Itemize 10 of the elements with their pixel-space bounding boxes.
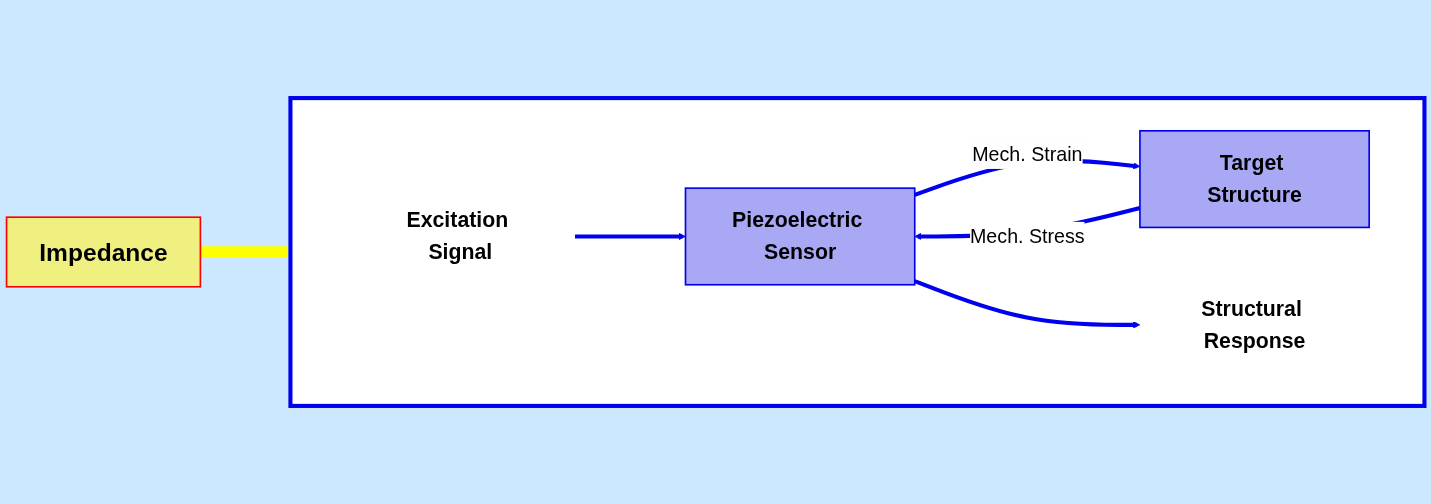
edge-label: Mech. Stress [970,224,1085,248]
node-text: Structural Response [1201,296,1306,353]
node-text: Excitation Signal [406,207,509,265]
node-box: Target Structure [1139,130,1370,229]
node-box: Piezoelectric Sensor [684,187,916,286]
cluster [288,96,1427,408]
arrow [574,232,686,241]
edge-label: Mech. Strain [972,142,1083,165]
node-box: Impedance [5,216,202,288]
arrow [914,279,1141,329]
